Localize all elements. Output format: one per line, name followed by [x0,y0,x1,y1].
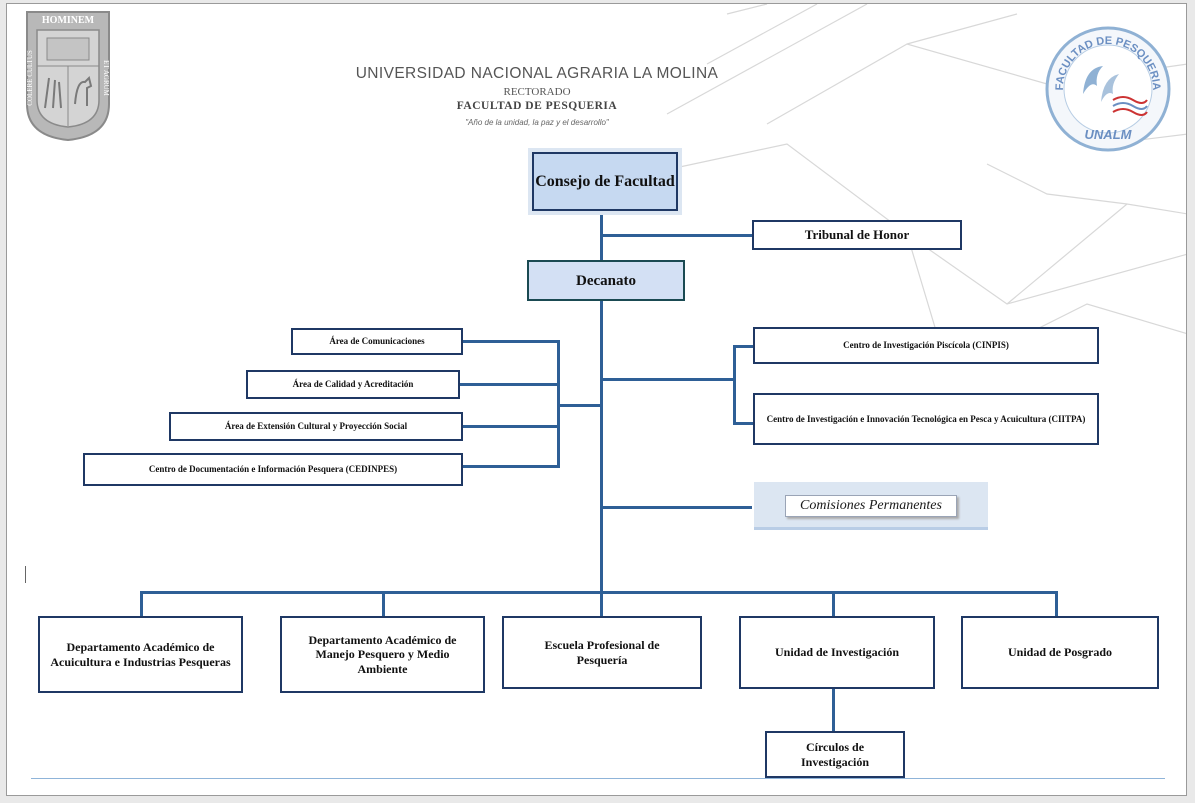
text-cursor [25,566,26,583]
cinpis-label: Centro de Investigación Piscícola (CINPI… [843,340,1009,351]
connector-left-branch [559,404,603,407]
rectorado-label: RECTORADO [503,86,571,98]
box-cinpis: Centro de Investigación Piscícola (CINPI… [753,327,1099,364]
unidad-posgrado-label: Unidad de Posgrado [1007,645,1113,660]
svg-text:COLERE CULTUS: COLERE CULTUS [26,50,34,106]
connector-dep-manejo [382,591,385,616]
consejo-label: Consejo de Facultad [535,172,675,190]
connector-circulos [832,689,835,731]
connector-tribunal [600,234,752,237]
dep-acuicultura-label: Departamento Académico de Acuicultura e … [50,640,231,669]
decanato-label: Decanato [576,272,636,289]
year-motto: "Año de la unidad, la paz y el desarroll… [465,118,609,127]
university-seal-icon: HOMINEM COLERE CULTUS ET AGRUM [26,11,110,142]
connector-main-trunk [600,301,603,594]
svg-text:HOMINEM: HOMINEM [42,15,95,26]
cedinpes-label: Centro de Documentación e Información Pe… [148,464,398,475]
connector-left-spine [557,340,560,468]
org-chart-page: HOMINEM COLERE CULTUS ET AGRUM FACULTAD … [6,3,1187,796]
connector-right-spine [733,345,736,425]
box-consejo-facultad: Consejo de Facultad [532,152,678,211]
dep-manejo-label: Departamento Académico de Manejo Pesquer… [308,632,457,676]
box-area-comunicaciones: Área de Comunicaciones [291,328,463,355]
svg-text:ET AGRUM: ET AGRUM [102,60,110,97]
university-name: UNIVERSIDAD NACIONAL AGRARIA LA MOLINA [355,65,719,82]
circulos-label: Círculos de Investigación [800,740,869,769]
tribunal-label: Tribunal de Honor [804,227,910,243]
connector-escuela [600,591,603,616]
box-area-extension: Área de Extensión Cultural y Proyección … [169,412,463,441]
connector-right-branch [600,378,734,381]
box-decanato: Decanato [527,260,685,301]
connector-unidad-investigacion [832,591,835,616]
connector-dep-acuicultura [140,591,143,616]
box-cedinpes: Centro de Documentación e Información Pe… [83,453,463,486]
ciitpa-label: Centro de Investigación e Innovación Tec… [766,413,1086,424]
box-escuela-profesional: Escuela Profesional de Pesquería [502,616,702,689]
box-tribunal-honor: Tribunal de Honor [752,220,962,250]
unidad-investigacion-label: Unidad de Investigación [774,645,900,660]
connector-cinpis [733,345,753,348]
area-comunicaciones-label: Área de Comunicaciones [329,336,425,347]
box-circulos-investigacion: Círculos de Investigación [765,731,905,778]
bottom-rule [31,778,1165,779]
box-dep-manejo: Departamento Académico de Manejo Pesquer… [280,616,485,693]
comisiones-label: Comisiones Permanentes [785,494,957,518]
connector-unidad-posgrado [1055,591,1058,616]
box-area-calidad: Área de Calidad y Acreditación [246,370,460,399]
connector-area-comunicaciones [463,340,559,343]
faculty-name: FACULTAD DE PESQUERIA [456,100,618,112]
faculty-seal-icon: FACULTAD DE PESQUERIA UNALM [1045,26,1171,152]
box-unidad-investigacion: Unidad de Investigación [739,616,935,689]
connector-area-calidad [460,383,559,386]
connector-comisiones [600,506,752,509]
area-extension-label: Área de Extensión Cultural y Proyección … [224,421,408,432]
box-unidad-posgrado: Unidad de Posgrado [961,616,1159,689]
connector-area-extension [463,425,559,428]
area-calidad-label: Área de Calidad y Acreditación [292,379,414,390]
box-comisiones-permanentes: Comisiones Permanentes [754,482,988,530]
svg-text:UNALM: UNALM [1085,127,1133,142]
box-ciitpa: Centro de Investigación e Innovación Tec… [753,393,1099,445]
connector-bottom-bar [140,591,1058,594]
escuela-label: Escuela Profesional de Pesquería [544,638,660,667]
box-dep-acuicultura: Departamento Académico de Acuicultura e … [38,616,243,693]
connector-cedinpes [463,465,559,468]
connector-ciitpa [733,422,753,425]
